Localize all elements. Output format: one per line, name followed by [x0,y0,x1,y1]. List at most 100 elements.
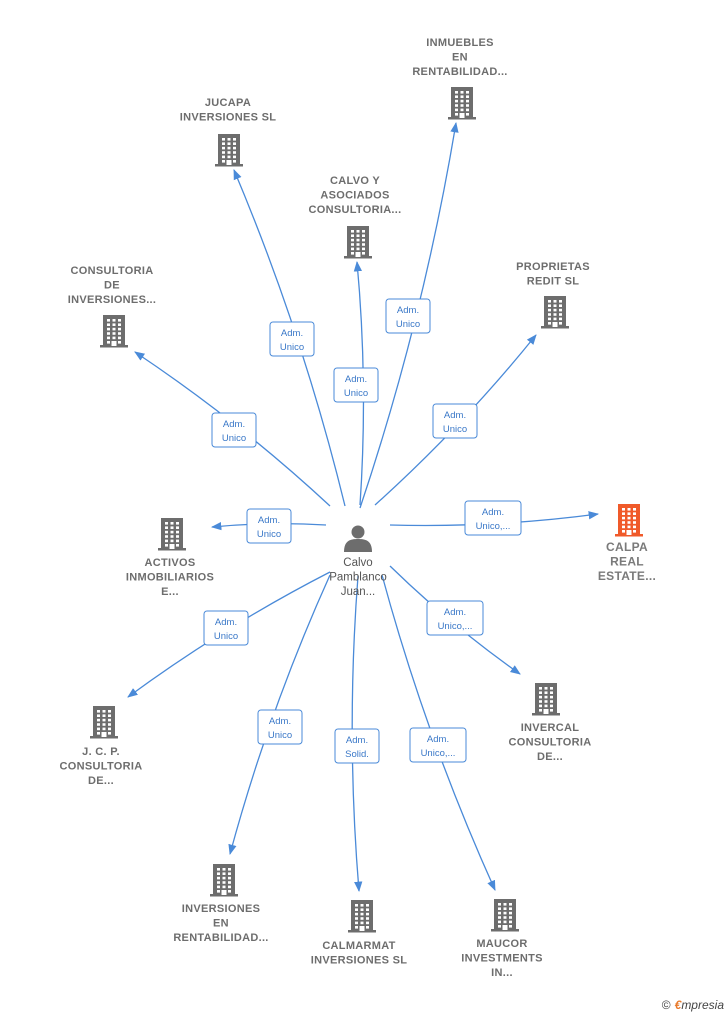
building-icon [491,899,519,932]
company-label-line: CALPA [606,540,648,554]
copyright-symbol: © [661,998,671,1012]
person-node[interactable]: CalvoPamblancoJuan... [329,525,387,599]
badge-box [334,728,380,764]
building-icon [448,87,476,120]
badge-text: Unico [443,424,467,435]
company-label-line: INMOBILIARIOS [126,572,214,584]
company-label-line: MAUCOR [476,938,527,950]
badge-box [257,709,303,745]
company-label-line: CALVO Y [330,175,380,187]
badge-box [409,727,467,763]
company-label-line: INVERCAL [521,722,580,734]
company-label-line: INVERSIONES [182,903,261,915]
badge-text: Adm. [281,328,303,339]
badge-text: Adm. [223,419,245,430]
role-badge[interactable]: Adm. Unico [211,412,257,448]
badge-text: Adm. [215,617,237,628]
brand-logo-letter: € [674,998,682,1012]
badge-text: Unico [214,631,238,642]
brand-name: mpresia [681,998,724,1012]
company-node-maucor[interactable]: MAUCORINVESTMENTSIN... [461,899,543,979]
badge-box [385,298,431,334]
building-icon [344,226,372,259]
badge-text: Adm. [444,410,466,421]
company-label-line: RENTABILIDAD... [412,66,507,78]
badge-text: Adm. [346,735,368,746]
badge-text: Unico [344,388,368,399]
company-node-calpa[interactable]: CALPAREALESTATE... [598,504,656,583]
building-icon [215,134,243,167]
badge-text: Adm. [397,305,419,316]
badge-text: Unico,... [421,748,456,759]
badge-box [211,412,257,448]
company-label-line: ASOCIADOS [320,190,389,202]
building-icon [210,864,238,897]
company-label-line: ESTATE... [598,569,656,583]
badge-box [269,321,315,357]
company-node-calvo-asociados[interactable]: CALVO Y ASOCIADOS CONSULTORIA... [308,175,401,259]
role-badge[interactable]: Adm. Unico [385,298,431,334]
badge-text: Unico,... [476,521,511,532]
role-badge[interactable]: Adm.Unico,... [426,600,484,636]
role-badge[interactable]: Adm. Unico [333,367,379,403]
company-label-line: CONSULTORIA [71,265,154,277]
company-label-line: INVERSIONES... [68,294,157,306]
badge-text: Unico [257,529,281,540]
role-badge[interactable]: Adm. Solid. [334,728,380,764]
badge-text: Unico,... [438,621,473,632]
role-badge[interactable]: Adm. Unico [257,709,303,745]
badge-box [333,367,379,403]
badge-box [432,403,478,439]
badge-text: Unico [396,319,420,330]
company-node-jcp[interactable]: J. C. P.CONSULTORIADE... [60,706,143,787]
company-label-line: REAL [610,555,644,569]
company-label-line: EN [213,918,229,930]
badge-text: Adm. [345,374,367,385]
role-badge[interactable]: Adm. Unico [246,508,292,544]
badge-box [203,610,249,646]
company-node-inversiones-rent[interactable]: INVERSIONES EN RENTABILIDAD... [173,864,268,944]
badge-text: Unico [222,433,246,444]
company-node-consultoria-inv[interactable]: CONSULTORIA DE INVERSIONES... [68,265,157,348]
badge-text: Adm. [482,507,504,518]
badge-text: Adm. [258,515,280,526]
badge-box [426,600,484,636]
badge-text: Unico [268,730,292,741]
building-icon [541,296,569,329]
person-label-line: Juan... [341,586,376,598]
role-badge[interactable]: Adm. Unico [432,403,478,439]
company-label-line: CONSULTORIA [60,761,143,773]
company-node-inmuebles[interactable]: INMUEBLESENRENTABILIDAD... [412,37,507,120]
company-label-line: REDIT SL [527,276,580,288]
footer-brand[interactable]: ©€mpresia [662,998,724,1012]
company-label-line: INVERSIONES SL [311,955,408,967]
company-node-invercal[interactable]: INVERCALCONSULTORIADE... [509,683,592,763]
company-node-proprietas[interactable]: PROPRIETAS REDIT SL [516,261,590,329]
company-label-line: RENTABILIDAD... [173,932,268,944]
building-icon [158,518,186,551]
company-label-line: JUCAPA [205,97,251,109]
role-badge[interactable]: Adm. Unico [203,610,249,646]
company-label-line: INMUEBLES [426,37,493,49]
role-badge[interactable]: Adm. Unico,... [464,500,522,536]
company-node-activos[interactable]: ACTIVOS INMOBILIARIOS E... [126,518,214,598]
company-label-line: DE [104,280,120,292]
building-icon [348,900,376,933]
company-label-line: ACTIVOS [145,557,196,569]
badge-text: Solid. [345,749,369,760]
badge-text: Adm. [427,734,449,745]
building-icon [90,706,118,739]
company-node-calmarmat[interactable]: CALMARMAT INVERSIONES SL [311,900,408,967]
company-label-line: E... [161,586,179,598]
role-badge[interactable]: Adm. Unico,... [409,727,467,763]
company-label-line: CONSULTORIA... [308,204,401,216]
company-label-line: CALMARMAT [322,940,395,952]
company-label-line: DE... [537,751,563,763]
badge-box [464,500,522,536]
company-label-line: PROPRIETAS [516,261,590,273]
badge-text: Adm. [269,716,291,727]
role-badge[interactable]: Adm.Unico [269,321,315,357]
badge-box [246,508,292,544]
